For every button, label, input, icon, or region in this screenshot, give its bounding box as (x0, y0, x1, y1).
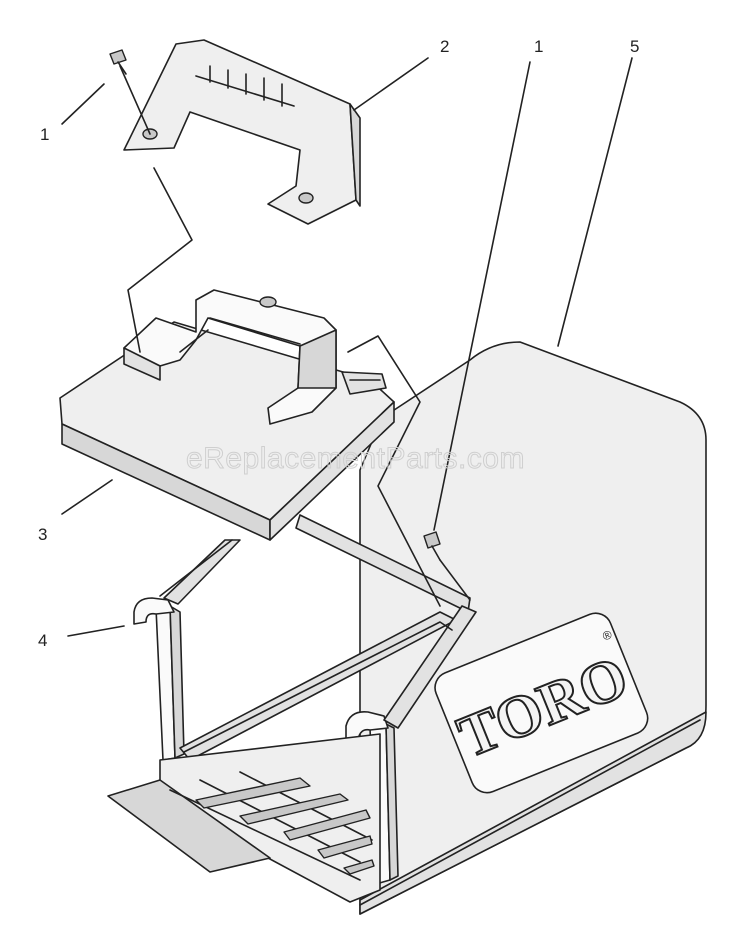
bag-frame (107, 514, 477, 903)
callout-1-screw-lower: 1 (534, 37, 543, 56)
assembly-lines (119, 65, 471, 607)
callout-4-bag-frame: 4 (38, 631, 47, 650)
screw-lower (423, 531, 441, 561)
callout-3-upper-frame: 3 (38, 525, 47, 544)
handle-grip (123, 39, 361, 225)
upper-frame (59, 289, 395, 541)
watermark: eReplacementParts.com (186, 442, 525, 475)
callout-5-bag-cover: 5 (630, 37, 639, 56)
leader-lines (61, 57, 633, 637)
grass-bag-cover: TORO ® (359, 341, 707, 915)
callout-1-screw-upper: 1 (40, 125, 49, 144)
screw-upper (109, 49, 127, 75)
callout-2-handle-grip: 2 (440, 37, 449, 56)
toro-logo-badge: TORO ® (434, 612, 649, 794)
